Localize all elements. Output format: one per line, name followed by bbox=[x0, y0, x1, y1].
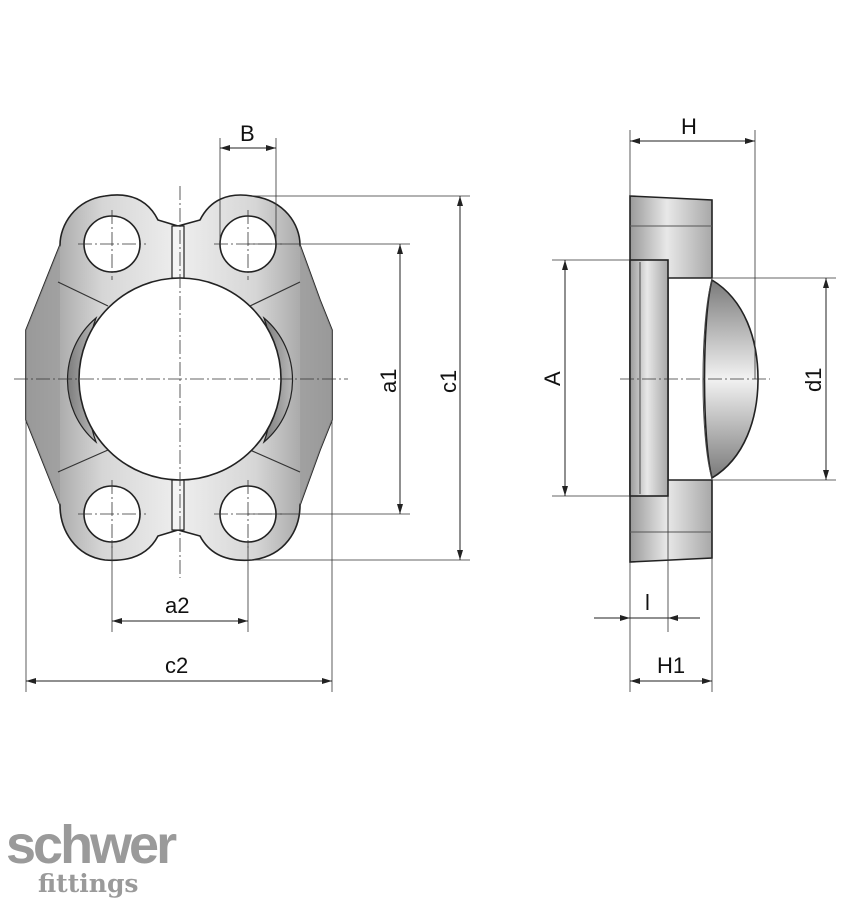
facet-edges bbox=[57, 281, 301, 473]
flange-facet-right bbox=[300, 245, 332, 505]
dim-label-c2: c2 bbox=[165, 653, 188, 678]
dim-label-c1: c1 bbox=[436, 370, 461, 393]
side-dimension-lines bbox=[564, 140, 827, 682]
logo-brand-text: schwer bbox=[6, 815, 177, 875]
dim-label-a2: a2 bbox=[165, 593, 189, 618]
dim-label-H: H bbox=[681, 114, 697, 139]
front-extension-lines bbox=[25, 138, 470, 692]
side-view: H A d1 l H1 bbox=[540, 114, 836, 692]
front-view: B a1 c1 a2 c2 bbox=[14, 121, 470, 692]
dim-label-a1: a1 bbox=[376, 369, 401, 393]
dim-label-l: l bbox=[645, 590, 650, 615]
flange-facet-left bbox=[26, 245, 60, 505]
split-slot-top bbox=[171, 225, 185, 279]
side-dome-inner bbox=[702, 279, 713, 479]
dim-label-A: A bbox=[540, 371, 565, 386]
dim-label-d1: d1 bbox=[801, 368, 826, 392]
brand-logo: schwer fittings bbox=[6, 818, 196, 902]
logo-sub-text: fittings bbox=[38, 869, 139, 898]
front-arrowheads bbox=[26, 145, 463, 684]
dim-label-B: B bbox=[240, 121, 255, 146]
split-slot-bottom bbox=[171, 479, 185, 531]
side-arrowheads bbox=[562, 138, 829, 684]
dim-label-H1: H1 bbox=[657, 653, 685, 678]
side-spigot bbox=[629, 259, 669, 497]
